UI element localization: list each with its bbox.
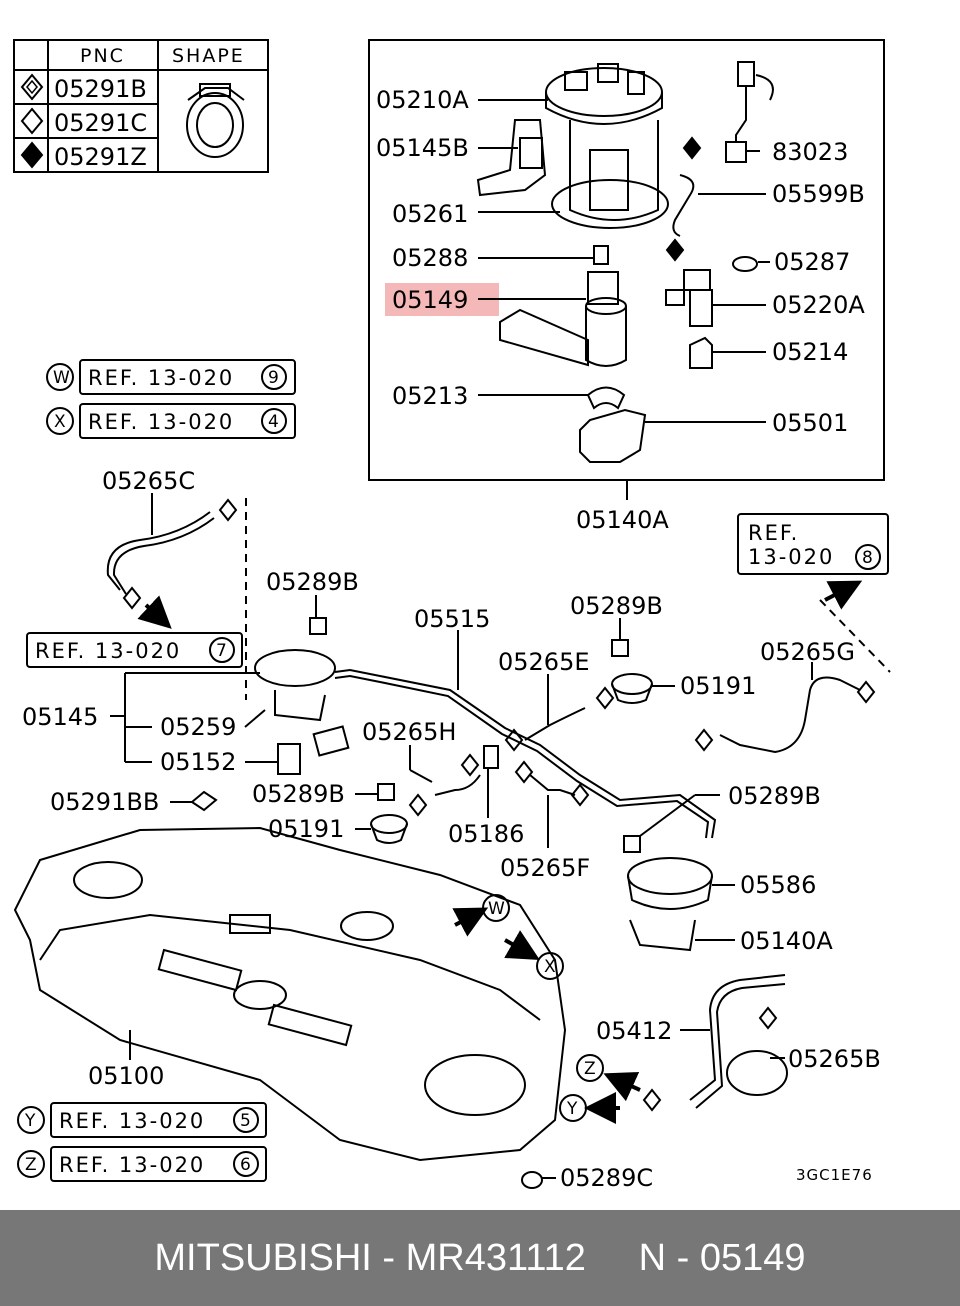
label-05265C: 05265C xyxy=(102,467,195,495)
label-05501: 05501 xyxy=(772,409,848,437)
diamond-open-icon xyxy=(20,107,44,135)
ref-8-line2: 13-020 xyxy=(748,545,834,569)
ref-w-text: REF. 13-020 xyxy=(88,366,234,390)
label-05586: 05586 xyxy=(740,871,816,899)
label-05261: 05261 xyxy=(392,200,468,228)
label-05289B-c: 05289B xyxy=(252,780,345,808)
ref-w-box xyxy=(79,359,296,395)
label-05213: 05213 xyxy=(392,382,468,410)
arrow-letter-x: X xyxy=(544,957,556,977)
ref-7-box xyxy=(26,632,243,668)
label-05210A: 05210A xyxy=(376,86,469,114)
arrow-letter-w: W xyxy=(488,899,505,919)
legend-header-pnc: PNC xyxy=(80,45,125,67)
label-05152: 05152 xyxy=(160,748,236,776)
ref-8-box xyxy=(737,513,889,575)
ref-y-text: REF. 13-020 xyxy=(59,1109,205,1133)
ref-x-box xyxy=(79,403,296,439)
label-05599B: 05599B xyxy=(772,180,865,208)
leader-lines-bottom xyxy=(110,493,813,1179)
label-05191-b: 05191 xyxy=(268,815,344,843)
label-05289B-b: 05289B xyxy=(570,592,663,620)
label-05265H: 05265H xyxy=(362,718,456,746)
ref-z-text: REF. 13-020 xyxy=(59,1153,205,1177)
label-05220A: 05220A xyxy=(772,291,865,319)
label-05100: 05100 xyxy=(88,1062,164,1090)
label-05289B-d: 05289B xyxy=(728,782,821,810)
label-05287: 05287 xyxy=(774,248,850,276)
label-05289B-a: 05289B xyxy=(266,568,359,596)
label-05140A-top: 05140A xyxy=(576,506,669,534)
label-05145B: 05145B xyxy=(376,134,469,162)
ref-7-text: REF. 13-020 xyxy=(35,639,181,663)
label-05145: 05145 xyxy=(22,703,98,731)
label-05515: 05515 xyxy=(414,605,490,633)
ref-w-letter: W xyxy=(53,368,70,388)
ref-y-num: 5 xyxy=(240,1111,251,1131)
label-05214: 05214 xyxy=(772,338,848,366)
ref-x-circle xyxy=(46,407,74,435)
fuel-lines-drawing xyxy=(13,498,891,1189)
leader-lines-top xyxy=(478,99,770,500)
ref-z-box xyxy=(50,1146,267,1182)
ref-y-circle xyxy=(17,1106,45,1134)
diagram-code: 3GC1E76 xyxy=(796,1166,873,1184)
ref-z-letter: Z xyxy=(25,1155,37,1175)
label-05265B: 05265B xyxy=(788,1045,881,1073)
parts-diagram: PNC SHAPE 05291B 05291C 05291Z xyxy=(13,39,891,1192)
arrow-letter-y: Y xyxy=(566,1099,578,1119)
ref-y-box xyxy=(50,1102,267,1138)
label-05291BB: 05291BB xyxy=(50,788,159,816)
diamond-dotted-icon xyxy=(20,73,44,101)
legend-header-shape: SHAPE xyxy=(172,45,245,67)
label-05149: 05149 xyxy=(392,286,468,314)
label-05140A-bottom: 05140A xyxy=(740,927,833,955)
ref-w-num: 9 xyxy=(268,368,279,388)
label-05191-a: 05191 xyxy=(680,672,756,700)
ref-y-letter: Y xyxy=(24,1111,36,1131)
clamp-shape-icon xyxy=(186,83,245,158)
arrow-letter-z: Z xyxy=(584,1059,596,1079)
ref-x-text: REF. 13-020 xyxy=(88,410,234,434)
label-05288: 05288 xyxy=(392,244,468,272)
pump-module-drawing xyxy=(476,61,774,463)
diamond-filled-icon xyxy=(20,141,44,169)
label-83023: 83023 xyxy=(772,138,848,166)
label-05265E: 05265E xyxy=(498,648,590,676)
label-05186: 05186 xyxy=(448,820,524,848)
label-05289C: 05289C xyxy=(560,1164,653,1192)
direction-arrows xyxy=(137,580,863,1124)
footer-bar: MITSUBISHI - MR431112 N - 05149 xyxy=(0,1210,960,1306)
label-05265F: 05265F xyxy=(500,854,590,882)
ref-8-line1: REF. xyxy=(748,521,799,545)
ref-w-circle xyxy=(46,363,74,391)
legend-table xyxy=(13,39,269,173)
legend-pnc-05291C: 05291C xyxy=(54,109,147,137)
label-05412: 05412 xyxy=(596,1017,672,1045)
legend-pnc-05291Z: 05291Z xyxy=(54,143,147,171)
label-05259: 05259 xyxy=(160,713,236,741)
ref-z-num: 6 xyxy=(240,1155,251,1175)
ref-8-num: 8 xyxy=(862,548,873,568)
legend-pnc-05291B: 05291B xyxy=(54,75,147,103)
label-05265G: 05265G xyxy=(760,638,855,666)
ref-7-num: 7 xyxy=(216,641,227,661)
ref-x-letter: X xyxy=(54,412,66,432)
ref-x-num: 4 xyxy=(268,412,279,432)
ref-z-circle xyxy=(17,1150,45,1178)
footer-part-info: MITSUBISHI - MR431112 N - 05149 xyxy=(154,1236,806,1279)
